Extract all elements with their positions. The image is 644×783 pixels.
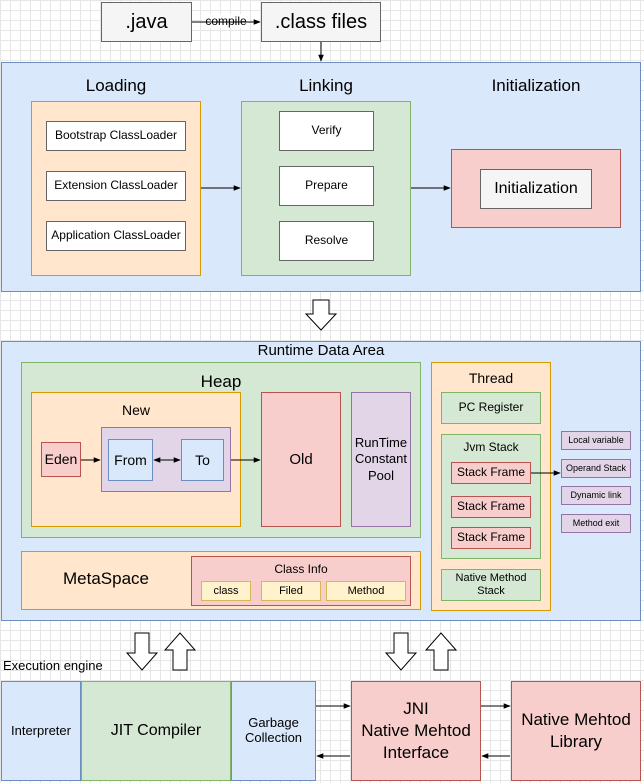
class-info-field: Filed	[261, 581, 321, 601]
new-generation-title: New	[121, 402, 150, 418]
runtime-to-engine-down-arrow-right	[384, 632, 418, 671]
prepare-step: Prepare	[279, 166, 374, 206]
pc-register: PC Register	[441, 392, 541, 424]
jit-compiler-box: JIT Compiler	[81, 681, 231, 781]
engine-to-runtime-up-arrow-right	[424, 632, 458, 671]
application-classloader: Application ClassLoader	[46, 221, 186, 251]
frame-local-variable: Local variable	[561, 431, 631, 450]
to-survivor: To	[181, 439, 224, 481]
extension-classloader: Extension ClassLoader	[46, 171, 186, 201]
bootstrap-classloader: Bootstrap ClassLoader	[46, 121, 186, 151]
verify-step: Verify	[279, 111, 374, 151]
initialization-title: Initialization	[491, 76, 581, 95]
linking-title: Linking	[299, 76, 353, 95]
native-method-stack-label: Native Method Stack	[455, 572, 527, 597]
class-info-title: Class Info	[274, 562, 328, 576]
java-source-box: .java	[101, 2, 192, 42]
execution-engine-title: Execution engine	[3, 658, 103, 673]
resolve-step: Resolve	[279, 221, 374, 261]
jni-box: JNI Native Mehtod Interface	[351, 681, 481, 781]
compile-label: compile	[202, 14, 250, 28]
frame-method-exit: Method exit	[561, 514, 631, 533]
frame-operand-stack: Operand Stack	[561, 459, 631, 478]
loader-to-runtime-block-arrow	[304, 299, 338, 331]
class-info-class: class	[201, 581, 251, 601]
garbage-collection-label: Garbage Collection	[244, 715, 303, 745]
from-survivor: From	[108, 439, 153, 481]
initialization-box: Initialization	[480, 169, 592, 209]
garbage-collection-box: Garbage Collection	[231, 681, 316, 781]
stack-frame-3: Stack Frame	[451, 527, 531, 549]
stack-frame-1: Stack Frame	[451, 462, 531, 484]
class-files-box: .class files	[261, 2, 381, 42]
frame-dynamic-link: Dynamic link	[561, 486, 631, 505]
thread-title: Thread	[468, 370, 514, 386]
native-method-stack: Native Method Stack	[441, 569, 541, 601]
interpreter-box: Interpreter	[1, 681, 81, 781]
native-method-library-box: Native Mehtod Library	[511, 681, 641, 781]
metaspace-title: MetaSpace	[63, 569, 149, 588]
engine-to-runtime-up-arrow-left	[163, 632, 197, 671]
runtime-constant-pool-label: RunTime Constant Pool	[354, 435, 408, 483]
jvm-stack-title: Jvm Stack	[463, 440, 519, 454]
runtime-title: Runtime Data Area	[257, 342, 385, 359]
old-generation: Old	[261, 392, 341, 527]
stack-frame-2: Stack Frame	[451, 496, 531, 518]
native-method-library-label: Native Mehtod Library	[521, 709, 631, 751]
java-source-label: .java	[125, 10, 168, 33]
heap-title: Heap	[200, 372, 242, 391]
eden-space: Eden	[41, 442, 81, 477]
jni-label: JNI Native Mehtod Interface	[361, 698, 471, 763]
runtime-to-engine-down-arrow-left	[125, 632, 159, 671]
loading-title: Loading	[85, 76, 147, 95]
class-info-method: Method	[326, 581, 406, 601]
runtime-constant-pool: RunTime Constant Pool	[351, 392, 411, 527]
class-files-label: .class files	[274, 10, 368, 33]
